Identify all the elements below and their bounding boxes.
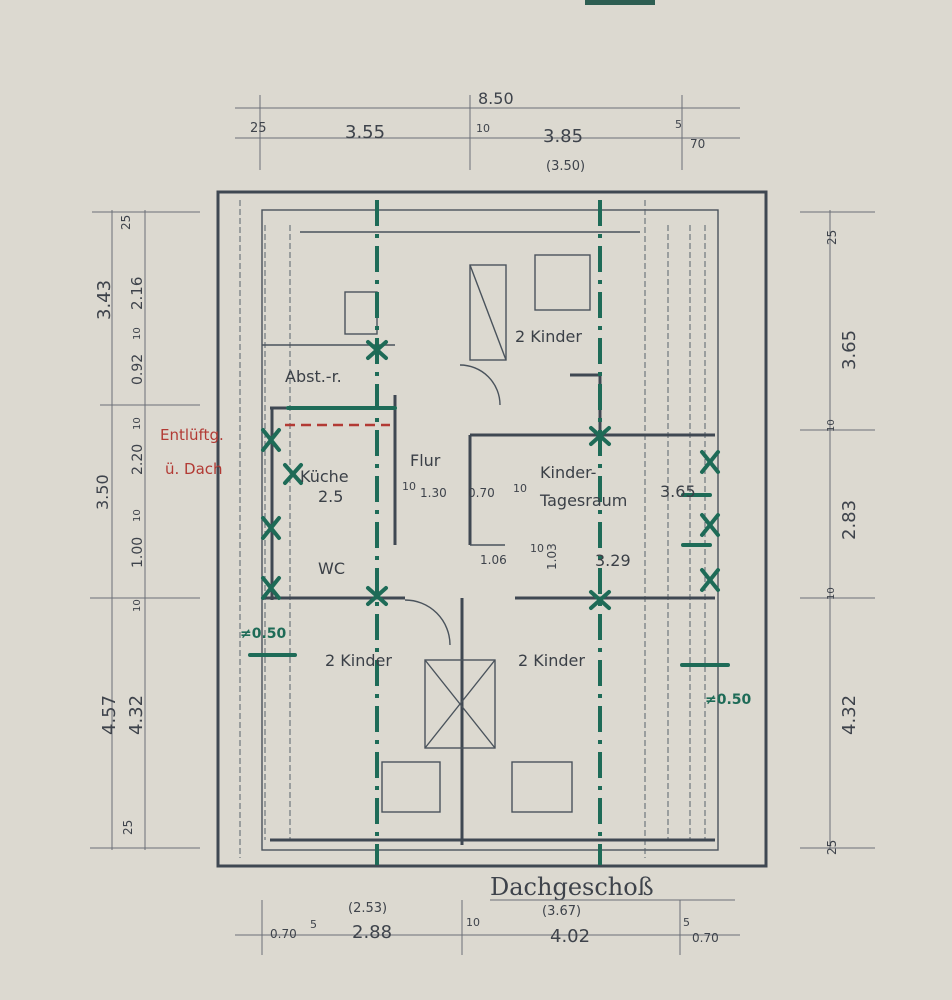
dim-right-wall-2: 10 — [826, 587, 837, 600]
dim-left-c: 3.50 — [93, 474, 112, 510]
dim-left-wall-1: 10 — [132, 327, 143, 340]
dim-left-e: 4.57 — [99, 695, 120, 735]
red-ventilation-note: Entlüftg. ü. Dach — [160, 423, 390, 478]
dim-top-left-span: 3.55 — [345, 122, 385, 143]
room-label-tagesraum-area: 3.29 — [595, 551, 631, 570]
dim-bottom-right-small: 5 — [683, 916, 690, 929]
dim-left-a-inner: 2.16 — [128, 277, 146, 310]
outer-walls — [216, 190, 768, 868]
dim-k-wall-2: 10 — [513, 482, 527, 495]
dim-left-a: 3.43 — [94, 280, 115, 320]
dim-top-mid-wall: 10 — [476, 122, 490, 135]
dim-bottom-mid-wall: 10 — [466, 916, 480, 929]
dim-flur-gap: 0.70 — [468, 486, 495, 500]
dim-left-d: 1.00 — [130, 537, 146, 568]
dim-right-b: 2.83 — [839, 500, 860, 540]
dim-right-a: 3.65 — [839, 330, 860, 370]
room-label-kueche-area: 2.5 — [318, 487, 343, 506]
left-dimensions: 25 3.43 2.16 10 0.92 10 3.50 2.20 10 1.0… — [90, 210, 200, 850]
dim-flur-width: 1.30 — [420, 486, 447, 500]
green-note-right: ≠0.50 — [705, 692, 752, 708]
room-label-kinder-bottom: 2 Kinder — [518, 651, 585, 670]
dim-k-wall-3: 10 — [530, 542, 544, 555]
dim-bottom-right-end: 0.70 — [692, 931, 719, 945]
dim-bottom-left-span: 2.88 — [352, 922, 392, 943]
room-label-abstell: Abst.-r. — [285, 367, 342, 386]
dim-left-wall-3: 10 — [132, 509, 143, 522]
dim-bottom-left-small: 5 — [310, 918, 317, 931]
dim-left-c-inner: 2.20 — [130, 444, 146, 475]
room-label-flur: Flur — [410, 451, 441, 470]
dim-bottom-left-span-alt: (2.53) — [348, 901, 387, 916]
bottom-dimensions: 0.70 5 (2.53) 2.88 10 (3.67) 4.02 5 0.70 — [235, 900, 740, 955]
dim-right-wall-1: 10 — [826, 419, 837, 432]
dim-right-bottom-margin: 25 — [825, 840, 839, 855]
dim-k-wall: 10 — [402, 480, 416, 493]
dim-top-right-span-alt: (3.50) — [546, 159, 585, 174]
dim-left-e-inner: 4.32 — [126, 695, 147, 735]
red-note-line-1: Entlüftg. — [160, 426, 224, 444]
room-label-tagesraum-val: 3.65 — [660, 482, 696, 501]
right-dimensions: 25 3.65 10 2.83 10 4.32 25 — [800, 210, 875, 855]
dim-left-b: 0.92 — [130, 354, 146, 385]
room-labels: 2 Kinder Abst.-r. Flur Küche 2.5 WC Kind… — [285, 327, 696, 670]
dim-left-top-margin: 25 — [119, 215, 133, 230]
dim-right-top-margin: 25 — [825, 230, 839, 245]
top-dimensions: 8.50 25 3.55 10 3.85 (3.50) 5 70 — [235, 89, 740, 174]
dim-bottom-right-span: 4.02 — [550, 926, 590, 947]
dim-top-right-span: 3.85 — [543, 126, 583, 147]
dim-top-right-end: 70 — [690, 137, 705, 151]
dim-left-wall-2: 10 — [132, 417, 143, 430]
red-note-line-2: ü. Dach — [165, 460, 223, 478]
top-edge-strip — [585, 0, 655, 5]
dim-right-c: 4.32 — [839, 695, 860, 735]
inner-dimensions: 1.30 0.70 10 10 1.06 10 1.03 — [402, 480, 559, 570]
room-label-kueche: Küche — [300, 467, 349, 486]
dim-top-total: 8.50 — [478, 89, 514, 108]
room-label-wc: WC — [318, 559, 345, 578]
room-label-kinder-top: 2 Kinder — [515, 327, 582, 346]
green-structural-axes — [248, 200, 730, 865]
room-label-tagesraum-2: Tagesraum — [539, 491, 627, 510]
room-label-tagesraum-1: Kinder- — [540, 463, 596, 482]
dim-left-wall-4: 10 — [132, 599, 143, 612]
dim-flur-width-2: 1.06 — [480, 553, 507, 567]
dim-bottom-left-end: 0.70 — [270, 927, 297, 941]
dim-top-right-small: 5 — [675, 118, 682, 131]
room-label-eltern: 2 Kinder — [325, 651, 392, 670]
drawing-title: Dachgeschoß — [490, 873, 654, 901]
dim-bottom-right-span-alt: (3.67) — [542, 904, 581, 919]
dim-t-height: 1.03 — [545, 543, 559, 570]
dim-left-bottom-margin: 25 — [121, 820, 135, 835]
dim-top-left-margin: 25 — [250, 121, 267, 136]
green-note-left: ≠0.50 — [240, 626, 287, 642]
